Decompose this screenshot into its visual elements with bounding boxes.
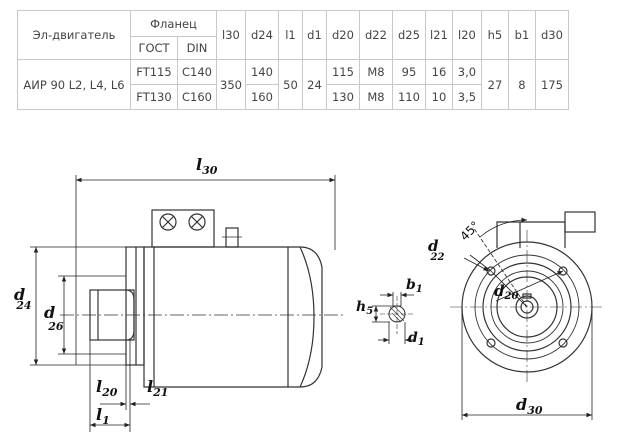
- cell-d30: 175: [534, 59, 569, 110]
- cell-l21: 16: [424, 59, 453, 85]
- label-h5: h5: [356, 299, 373, 317]
- label-angle: 45°: [457, 218, 482, 243]
- cell-d25: 110: [391, 84, 426, 110]
- header-flange: Фланец: [130, 10, 217, 37]
- cell-d25: 95: [391, 59, 426, 85]
- cell-din: C140: [177, 59, 217, 85]
- motor-flange: [125, 246, 145, 366]
- header-h5: h5: [480, 10, 509, 60]
- label-l1: l1: [96, 405, 110, 427]
- cell-d24: 160: [244, 84, 279, 110]
- cell-din: C160: [177, 84, 217, 110]
- bolt-hole: [486, 266, 496, 276]
- cell-d20: 115: [325, 59, 360, 85]
- key-dimensions: [372, 292, 416, 344]
- dimensions-table: Эл-двигатель Фланец l30 d24 l1 d1 d20 d2…: [17, 10, 569, 110]
- cell-motor: АИР 90 L2, L4, L6: [17, 59, 131, 110]
- header-motor: Эл-двигатель: [17, 10, 131, 60]
- motor-body: [143, 246, 323, 388]
- cell-l1: 50: [277, 59, 303, 110]
- front-terminal-box: [496, 221, 566, 248]
- header-d1: d1: [301, 10, 327, 60]
- label-b1: b1: [406, 277, 423, 295]
- label-l30: l30: [196, 155, 218, 177]
- label-l20: l20: [96, 377, 118, 399]
- header-d30: d30: [534, 10, 569, 60]
- header-d20: d20: [325, 10, 360, 60]
- cell-d1: 24: [301, 59, 327, 110]
- header-l20: l20: [451, 10, 482, 60]
- label-d1: d1: [408, 330, 425, 348]
- front-dimensions: [461, 217, 593, 420]
- bolt-hole: [486, 338, 496, 348]
- cell-l30: 350: [216, 59, 246, 110]
- header-d24: d24: [244, 10, 279, 60]
- label-d20: d20: [494, 282, 518, 302]
- side-dimensions: [30, 175, 336, 432]
- label-d30: d30: [516, 395, 543, 417]
- cell-gost: FT115: [130, 59, 178, 85]
- label-l21: l21: [147, 377, 168, 399]
- cell-l20: 3,5: [451, 84, 482, 110]
- cell-d20: 130: [325, 84, 360, 110]
- side-view: [60, 209, 345, 388]
- bolt-hole: [558, 338, 568, 348]
- header-din: DIN: [177, 36, 217, 60]
- header-l21: l21: [424, 10, 453, 60]
- cell-gost: FT130: [130, 84, 178, 110]
- cell-d22: M8: [358, 84, 393, 110]
- key-section: [380, 296, 414, 334]
- cell-h5: 27: [480, 59, 509, 110]
- front-view: [450, 211, 605, 385]
- terminal-box: [151, 209, 215, 248]
